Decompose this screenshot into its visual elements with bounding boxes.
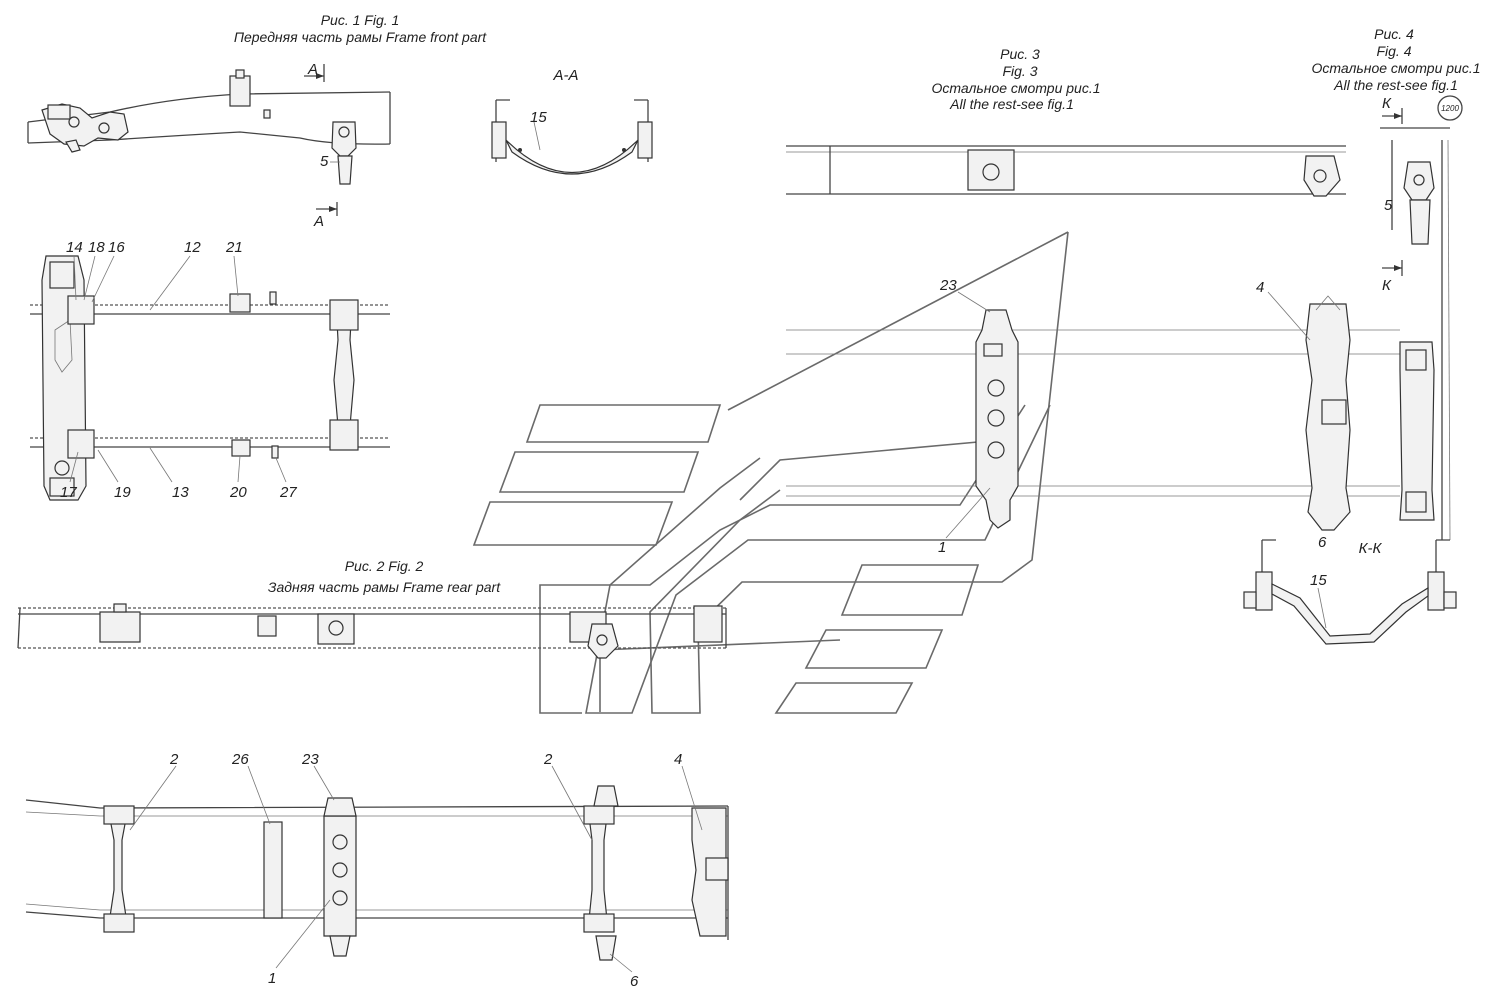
fig1-side-view: 5 А А (27, 61, 391, 230)
fig3-line4: All the rest-see fig.1 (949, 96, 1074, 112)
fig4-line3: Остальное смотри рис.1 (1311, 60, 1480, 76)
fig1-subtitle: Передняя часть рамы Frame front part (234, 29, 487, 45)
callout-14: 14 (66, 239, 83, 256)
fig4-line4: All the rest-see fig.1 (1333, 77, 1458, 93)
section-mark-k-bottom: К (1382, 277, 1392, 294)
section-kk: К-К 15 (1243, 539, 1457, 645)
fig3-side-view (786, 145, 1346, 197)
callout-13: 13 (172, 484, 189, 501)
callout-27: 27 (279, 484, 297, 501)
fig2-caption: Рис. 2 Fig. 2 Задняя часть рамы Frame re… (268, 558, 501, 595)
fig4-side-view: К 5 К (1380, 95, 1451, 541)
callout-18: 18 (88, 239, 105, 256)
section-mark-k-top: К (1382, 95, 1392, 112)
callout-19: 19 (114, 484, 131, 501)
callout-6-bottom: 6 (630, 973, 639, 990)
bottom-plan-view: 2 26 23 2 4 1 6 (25, 751, 729, 990)
fig3-line3: Остальное смотри рис.1 (931, 80, 1100, 96)
callout-2-left: 2 (169, 751, 179, 768)
section-mark-a-bottom: А (313, 213, 324, 230)
callout-5-fig4: 5 (1384, 197, 1393, 214)
section-aa-title: А-А (552, 67, 578, 84)
fig1-title: Рис. 1 Fig. 1 (321, 12, 400, 28)
callout-15-aa: 15 (530, 109, 547, 126)
callout-15-kk: 15 (1310, 572, 1327, 589)
callout-23-fig3: 23 (939, 277, 957, 294)
fig1-plan-view: 14 18 16 12 21 17 19 13 20 27 (30, 239, 390, 501)
callout-4-bottom: 4 (674, 751, 682, 768)
callout-12: 12 (184, 239, 201, 256)
section-kk-title: К-К (1359, 540, 1383, 557)
callout-16: 16 (108, 239, 125, 256)
fig4-badge: 1200 (1441, 104, 1459, 113)
fig4-caption: Рис. 4 Fig. 4 Остальное смотри рис.1 All… (1311, 26, 1481, 121)
section-aa: А-А 15 (491, 67, 653, 175)
callout-26: 26 (231, 751, 249, 768)
fig2-title: Рис. 2 Fig. 2 (345, 558, 424, 574)
fig4-line2: Fig. 4 (1376, 43, 1411, 59)
callout-1-fig3: 1 (938, 539, 946, 556)
callout-20: 20 (229, 484, 247, 501)
fig1-caption: Рис. 1 Fig. 1 Передняя часть рамы Frame … (234, 12, 487, 45)
callout-23-bottom: 23 (301, 751, 319, 768)
fig4-plan-view: 4 6 (1256, 279, 1435, 551)
callout-2-right: 2 (543, 751, 553, 768)
fig3-caption: Рис. 3 Fig. 3 Остальное смотри рис.1 All… (931, 46, 1100, 112)
fig2-side-view (17, 603, 727, 659)
callout-5-fig1: 5 (320, 153, 329, 170)
callout-6-fig4: 6 (1318, 534, 1327, 551)
fig3-line2: Fig. 3 (1002, 63, 1037, 79)
fig4-line1: Рис. 4 (1374, 26, 1414, 42)
fig3-line1: Рис. 3 (1000, 46, 1040, 62)
callout-21: 21 (225, 239, 243, 256)
fig4-badge-circle (1437, 95, 1463, 121)
fig2-subtitle: Задняя часть рамы Frame rear part (268, 579, 501, 595)
callout-1-bottom: 1 (268, 970, 276, 987)
callout-4-fig4: 4 (1256, 279, 1264, 296)
watermark-logo (472, 231, 1069, 714)
fig3-plan-view: 23 1 (786, 277, 1400, 556)
section-mark-a-top: А (307, 61, 318, 78)
callout-17: 17 (60, 484, 77, 501)
